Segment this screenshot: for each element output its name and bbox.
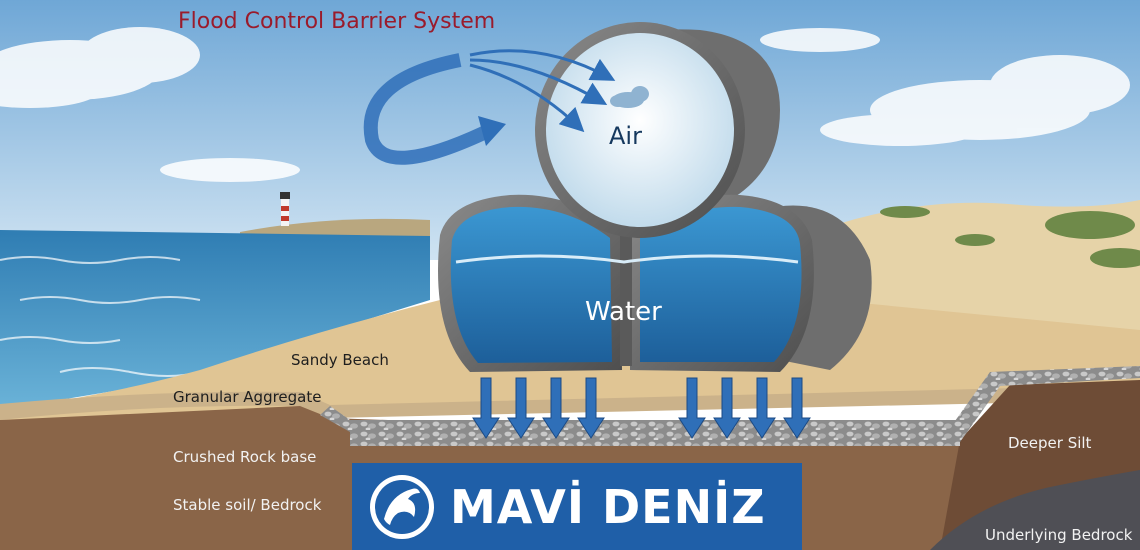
granular-aggregate-band [0,385,1140,420]
loop-arrow [363,53,494,165]
stable-soil-label: Stable soil/ Bedrock [173,496,322,514]
sea [0,230,430,410]
crushed-rock-base-label: Crushed Rock base [173,448,316,466]
water-label: Water [585,297,662,327]
sandy-beach-label: Sandy Beach [291,351,389,369]
loop-arrow-head [478,116,506,146]
brand-banner: MAVİ DENİZ [352,463,802,550]
lighthouse-icon [280,192,290,226]
gravel-bed [350,420,960,446]
air-label: Air [609,122,642,150]
clouds [0,27,1130,182]
deeper-silt-label: Deeper Silt [1008,434,1092,452]
granular-aggregate-label: Granular Aggregate [173,388,321,406]
brand-name: MAVİ DENİZ [450,479,766,534]
cloud-icon [610,86,649,108]
diagram-title: Flood Control Barrier System [178,9,495,34]
pressure-arrows [472,377,811,439]
underlying-bedrock-label: Underlying Bedrock [985,526,1133,544]
barrier-tubes [438,22,872,372]
dune-grass [880,206,1140,268]
underlying-bedrock [930,470,1140,550]
dolphin-icon [370,474,434,539]
inflow-arrows [469,49,616,133]
